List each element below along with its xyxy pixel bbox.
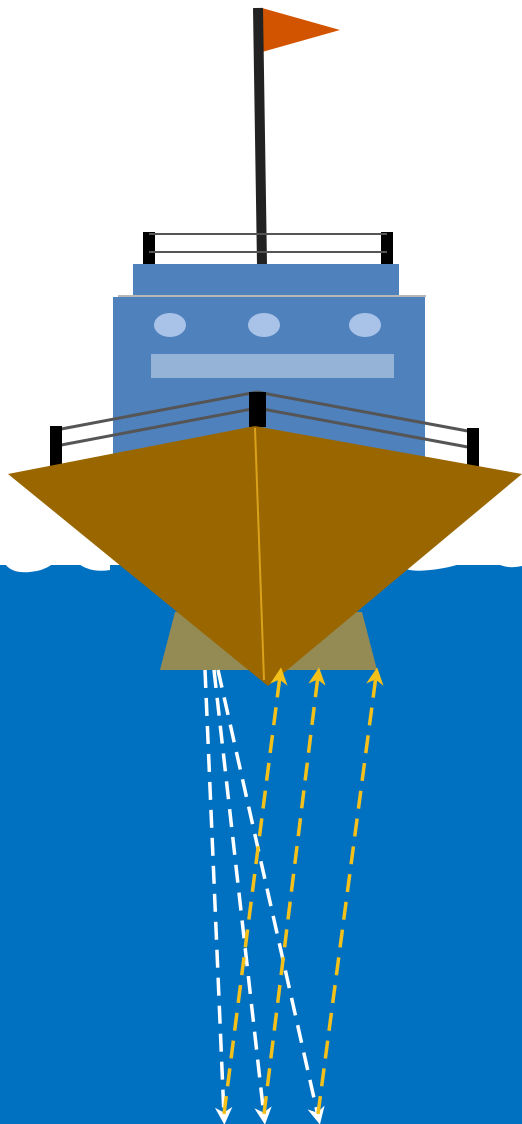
- porthole-window: [349, 313, 381, 337]
- cabin-window-stripe: [151, 354, 394, 378]
- flag-mast: [258, 8, 340, 265]
- top-railing: [143, 232, 393, 264]
- porthole-window: [154, 313, 186, 337]
- upper-cabin: [133, 264, 399, 296]
- porthole-window: [248, 313, 280, 337]
- mast: [258, 8, 262, 265]
- flag: [262, 8, 340, 52]
